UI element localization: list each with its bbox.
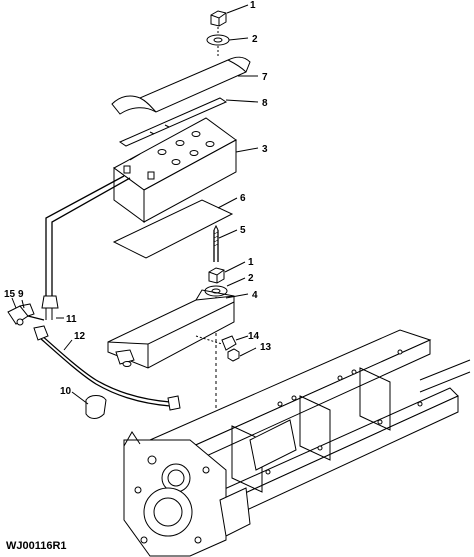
- callout-2-lower-washer: 2: [248, 273, 254, 284]
- support-bolt: [195, 335, 237, 351]
- ground-cable: [33, 325, 181, 411]
- battery-support-box: [107, 289, 235, 369]
- top-nut: [210, 10, 227, 27]
- battery-pad: [112, 199, 234, 259]
- lower-nut: [208, 267, 225, 284]
- front-housing: [123, 431, 251, 557]
- callout-7-cover: 7: [262, 72, 268, 83]
- callout-3-battery: 3: [262, 144, 268, 155]
- cable-connector: [7, 303, 45, 326]
- callout-10-boot: 10: [60, 386, 72, 397]
- leader-lines: [11, 4, 259, 405]
- callout-labels: 1 2 7 8 3 6 5 1 2 4 14 13 15 9 11 12 10: [4, 0, 272, 397]
- figure-id: WJ00116R1: [6, 540, 67, 552]
- support-nut: [227, 348, 240, 362]
- callout-4-support-box: 4: [252, 290, 258, 301]
- callout-6-pad: 6: [240, 193, 246, 204]
- top-washer: [206, 34, 230, 46]
- callout-9-connector: 9: [18, 289, 24, 300]
- callout-8-strip: 8: [262, 98, 268, 109]
- battery-cable-positive: [41, 175, 131, 320]
- tractor-frame: [148, 329, 471, 529]
- battery-cover: [111, 56, 251, 115]
- callout-14-bolt: 14: [248, 331, 260, 342]
- callout-5-rod: 5: [240, 225, 246, 236]
- callout-1-lower-nut: 1: [248, 257, 254, 268]
- callout-11-cable: 11: [66, 314, 77, 325]
- callout-15-connector: 15: [4, 289, 16, 300]
- terminal-boot: [85, 395, 107, 419]
- battery: [113, 117, 237, 223]
- callout-1-top-nut: 1: [250, 0, 256, 11]
- callout-12-ground-cable: 12: [74, 331, 86, 342]
- hold-down-rod: [213, 224, 219, 262]
- callout-13-nut: 13: [260, 342, 272, 353]
- battery-hold-down-strip: [118, 97, 228, 147]
- callout-2-top-washer: 2: [252, 34, 258, 45]
